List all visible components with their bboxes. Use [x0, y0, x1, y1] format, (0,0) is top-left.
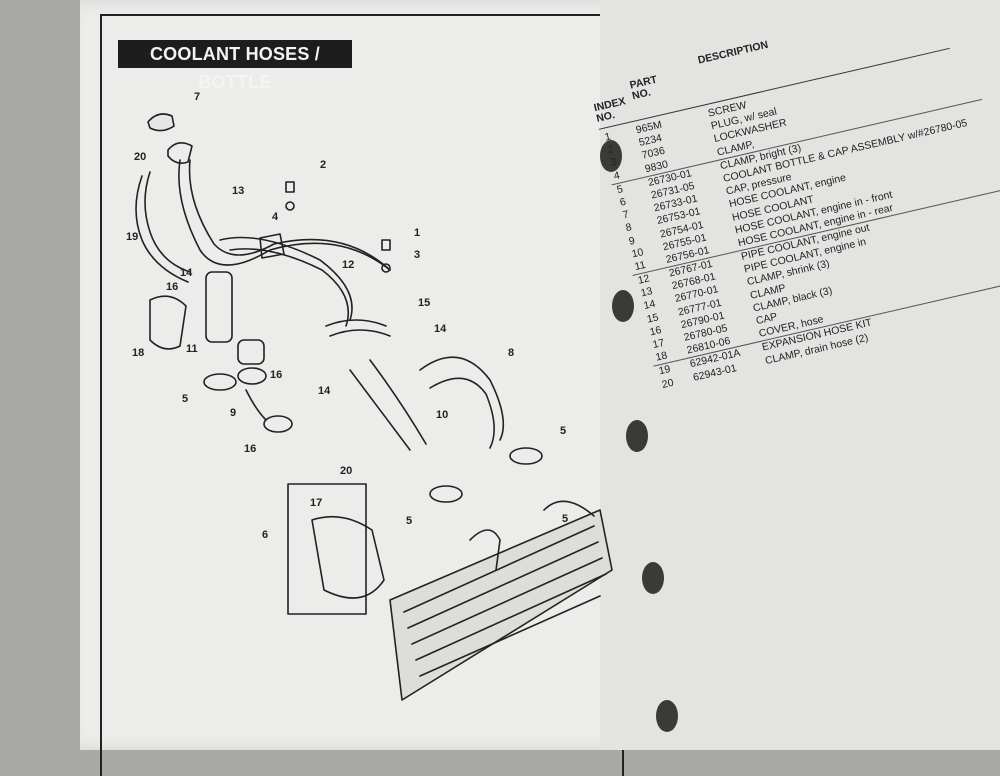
callout-number: 5 [560, 425, 566, 437]
callout-number: 8 [508, 347, 514, 359]
left-page [80, 0, 670, 776]
binder-hole [642, 562, 664, 594]
callout-number: 5 [562, 513, 568, 525]
callout-number: 3 [414, 249, 420, 261]
callout-number: 2 [320, 159, 326, 171]
callout-number: 15 [418, 297, 430, 309]
section-title: COOLANT HOSES / BOTTLE [118, 40, 352, 92]
binder-hole [656, 700, 678, 732]
callout-number: 20 [340, 465, 352, 477]
callout-number: 12 [342, 259, 354, 271]
callout-number: 18 [132, 347, 144, 359]
callout-number: 19 [126, 231, 138, 243]
callout-number: 9 [230, 407, 236, 419]
callout-number: 7 [194, 91, 200, 103]
callout-number: 14 [318, 385, 331, 397]
callout-number: 20 [134, 151, 146, 163]
callout-number: 5 [406, 515, 412, 527]
callout-number: 14 [180, 267, 193, 279]
callout-number: 6 [262, 529, 268, 541]
binder-hole [600, 140, 622, 172]
binder-hole [612, 290, 634, 322]
callout-number: 13 [232, 185, 244, 197]
callout-number: 17 [310, 497, 322, 509]
binder-hole [626, 420, 648, 452]
callout-number: 4 [272, 211, 279, 223]
callout-number: 16 [244, 443, 256, 455]
callout-number: 10 [436, 409, 448, 421]
callout-number: 14 [434, 323, 447, 335]
right-page [600, 0, 1000, 750]
callout-number: 16 [270, 369, 282, 381]
callout-number: 5 [182, 393, 188, 405]
callout-number: 16 [166, 281, 178, 293]
callout-number: 1 [414, 227, 420, 239]
callout-number: 11 [186, 343, 198, 355]
